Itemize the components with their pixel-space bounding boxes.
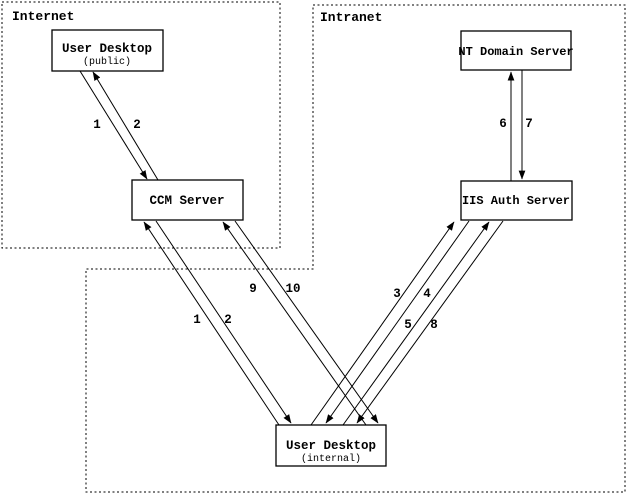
flow-label-2-internal: 2 [224, 313, 232, 327]
flow-line-2-ccm-to-public [92, 71, 159, 181]
flow-label-5: 5 [404, 318, 412, 332]
flow-line-1-public-to-ccm [79, 70, 148, 180]
internet-region-label: Internet [12, 9, 74, 24]
flow-line-1-internal-to-ccm [143, 221, 280, 426]
flow-line-4-iis-to-internal [325, 220, 470, 424]
flow-label-6: 6 [499, 117, 507, 131]
internet-region-border [1, 1, 281, 249]
flow-line-10-ccm-to-internal [234, 220, 379, 424]
flow-label-7: 7 [525, 117, 533, 131]
node-user-desktop-public: User Desktop (public) [51, 29, 164, 72]
intranet-region-label: Intranet [320, 10, 382, 25]
intranet-region-border [85, 4, 626, 493]
user-desktop-internal-title: User Desktop [286, 439, 376, 453]
iis-auth-server-box [460, 180, 573, 221]
node-user-desktop-internal: User Desktop (internal) [275, 424, 387, 467]
flow-label-9: 9 [249, 282, 257, 296]
nt-domain-server-box [460, 30, 572, 71]
iis-auth-server-title: IIS Auth Server [462, 194, 570, 208]
flow-label-8: 8 [430, 318, 438, 332]
user-desktop-public-subtitle: (public) [83, 56, 131, 68]
flow-line-2-ccm-to-internal [155, 220, 292, 424]
flow-line-3-internal-to-iis [310, 221, 455, 426]
flow-label-3: 3 [393, 287, 401, 301]
flow-label-4: 4 [423, 287, 431, 301]
ccm-server-box [131, 179, 244, 221]
flow-label-1-internal: 1 [193, 313, 201, 327]
node-ccm-server: CCM Server [131, 179, 244, 221]
nt-domain-server-title: NT Domain Server [458, 45, 573, 59]
flow-line-9-internal-to-ccm [222, 221, 367, 426]
node-iis-auth-server: IIS Auth Server [460, 180, 573, 221]
flow-label-2-public: 2 [133, 118, 141, 132]
flow-label-1-public: 1 [93, 118, 101, 132]
ccm-server-title: CCM Server [149, 194, 224, 208]
node-nt-domain-server: NT Domain Server [458, 30, 574, 71]
user-desktop-internal-box [275, 424, 387, 467]
user-desktop-public-title: User Desktop [62, 42, 152, 56]
user-desktop-internal-subtitle: (internal) [301, 453, 361, 465]
flow-line-5-internal-to-iis [342, 221, 490, 426]
user-desktop-public-box [51, 29, 164, 72]
flow-line-8-iis-to-internal [356, 220, 504, 424]
flow-label-10: 10 [285, 282, 300, 296]
